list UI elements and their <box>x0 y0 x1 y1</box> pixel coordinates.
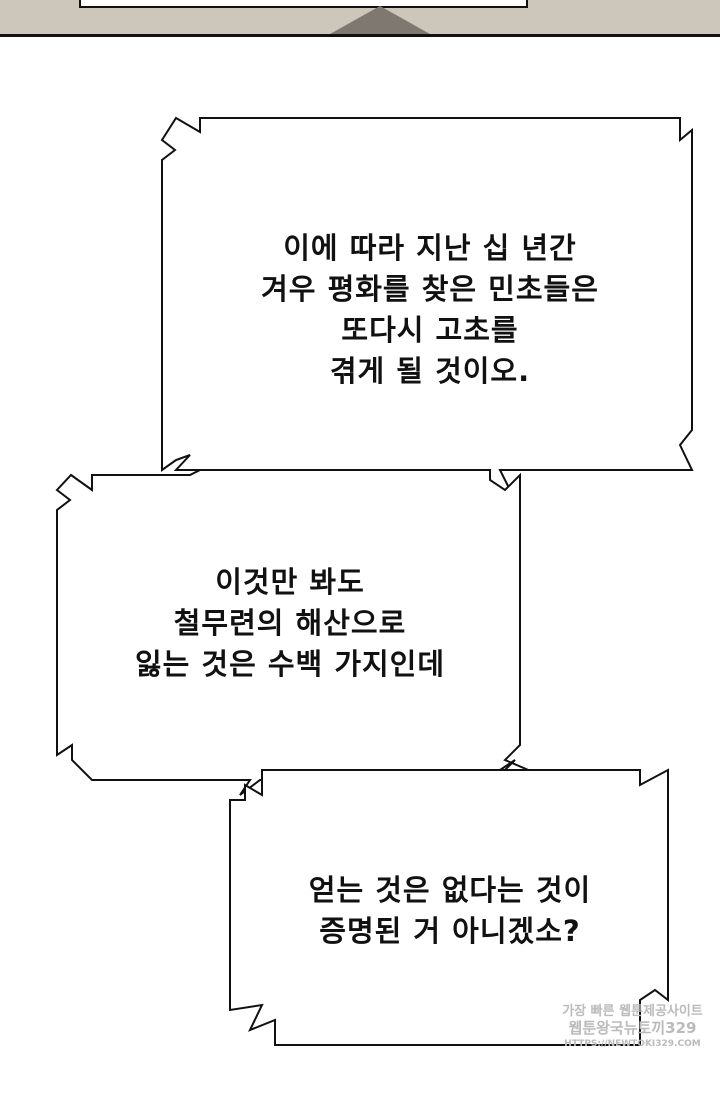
watermark-line-1: 가장 빠른 웹툰제공사이트 <box>562 1004 703 1019</box>
watermark-url: HTTPS://NEWTOKI329.COM <box>564 1039 701 1049</box>
watermark-line-2: 웹툰왕국뉴토끼329 <box>568 1019 697 1037</box>
bubble-text-line: 철무련의 해산으로 <box>173 606 407 640</box>
bubble-2-text: 이것만 봐도 철무련의 해산으로 잃는 것은 수백 가지인데 <box>90 562 490 685</box>
bubble-text-line: 또다시 고초를 <box>341 313 519 347</box>
bubble-text-line: 얻는 것은 없다는 것이 <box>308 873 592 907</box>
speech-bubble-3 <box>229 759 669 1046</box>
previous-panel <box>0 0 720 37</box>
bubble-1-text: 이에 따라 지난 십 년간 겨우 평화를 찾은 민초들은 또다시 고초를 겪게 … <box>200 228 660 392</box>
previous-panel-box <box>79 0 528 8</box>
bubble-text-line: 이것만 봐도 <box>215 565 365 599</box>
bubble-text-line: 잃는 것은 수백 가지인데 <box>134 647 446 681</box>
bubble-3-text: 얻는 것은 없다는 것이 증명된 거 아니겠소? <box>260 870 640 952</box>
bubble-text-line: 이에 따라 지난 십 년간 <box>283 231 577 265</box>
bubble-text-line: 겪게 될 것이오. <box>329 354 531 388</box>
panel-shadow <box>330 6 430 34</box>
bubble-text-line: 겨우 평화를 찾은 민초들은 <box>261 272 599 306</box>
bubble-text-line: 증명된 거 아니겠소? <box>319 914 581 948</box>
watermark: 가장 빠른 웹툰제공사이트 웹툰왕국뉴토끼329 HTTPS://NEWTOKI… <box>545 1004 720 1052</box>
